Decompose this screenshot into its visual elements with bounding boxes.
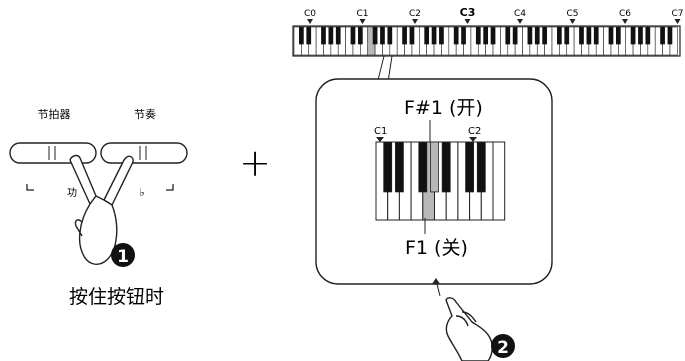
zoom-black-key bbox=[476, 141, 486, 193]
black-key bbox=[608, 27, 614, 45]
black-key bbox=[299, 27, 304, 45]
zoom-black-key bbox=[394, 141, 404, 193]
function-symbol: 功 bbox=[67, 187, 77, 199]
black-key bbox=[512, 27, 518, 45]
black-key bbox=[586, 27, 592, 45]
black-key bbox=[461, 27, 466, 45]
octave-marker bbox=[569, 19, 576, 24]
octave-label: C2 bbox=[409, 9, 421, 19]
zoom-black-key bbox=[430, 141, 439, 193]
black-key bbox=[630, 27, 636, 45]
black-key bbox=[431, 27, 437, 45]
step-2-badge: 2 bbox=[491, 334, 515, 358]
panel-buttons-group: 节拍器 节奏 功 ♭ bbox=[9, 107, 188, 199]
black-key bbox=[534, 27, 540, 45]
zoom-black-key bbox=[441, 141, 451, 193]
octave-marker bbox=[622, 19, 628, 24]
black-key bbox=[660, 27, 665, 45]
octave-marker bbox=[412, 19, 418, 24]
octave-marker bbox=[674, 19, 681, 24]
octave-label: C0 bbox=[304, 9, 316, 19]
zoom-c1-label: C1 bbox=[374, 126, 387, 137]
black-key bbox=[335, 27, 341, 45]
black-key bbox=[402, 27, 407, 45]
octave-label: C3 bbox=[460, 6, 476, 19]
octave-label: C1 bbox=[356, 9, 368, 19]
black-key bbox=[645, 27, 651, 45]
octave-marker bbox=[464, 19, 471, 24]
black-key bbox=[357, 27, 363, 45]
black-key bbox=[564, 27, 570, 45]
black-key bbox=[380, 27, 385, 45]
octave-label: C5 bbox=[566, 9, 578, 19]
black-key bbox=[409, 27, 415, 45]
rhythm-button[interactable] bbox=[100, 142, 188, 164]
black-key bbox=[372, 27, 378, 45]
octave-label: C7 bbox=[671, 9, 683, 19]
full-keyboard: C0 C1 C2 C3 C4 C5 C6 C7 bbox=[292, 6, 684, 57]
hand-pressing-icon bbox=[69, 154, 134, 265]
callout-leader-line bbox=[377, 55, 393, 83]
plus-sign: + bbox=[239, 141, 271, 185]
zoom-white-key bbox=[492, 141, 506, 221]
bracket-left-mark bbox=[26, 184, 34, 191]
callout-arrowhead bbox=[432, 278, 440, 284]
black-key bbox=[579, 27, 584, 45]
black-key bbox=[557, 27, 562, 45]
black-key bbox=[475, 27, 481, 45]
black-key bbox=[424, 27, 430, 45]
finger-pressing-icon bbox=[445, 297, 493, 361]
top-note-label: F#1 (开) bbox=[404, 97, 483, 119]
zoom-black-key bbox=[418, 141, 428, 193]
octave-marker bbox=[359, 19, 366, 24]
bottom-note-label: F1 (关) bbox=[405, 237, 468, 259]
octave-label: C6 bbox=[619, 9, 631, 19]
octave-markers bbox=[307, 19, 681, 24]
zoom-black-keys bbox=[383, 141, 486, 193]
black-key bbox=[321, 27, 326, 45]
black-key bbox=[527, 27, 533, 45]
rhythm-button-label: 节奏 bbox=[134, 108, 156, 121]
zoom-black-key bbox=[383, 141, 393, 193]
octave-marker bbox=[517, 19, 523, 24]
bracket-right-mark bbox=[166, 184, 174, 191]
zoom-c2-marker bbox=[469, 137, 477, 142]
octave-labels: C0 C1 C2 C3 C4 C5 C6 C7 bbox=[304, 6, 684, 19]
black-key bbox=[439, 27, 444, 45]
step-1-number: 1 bbox=[117, 247, 129, 267]
full-white-keys bbox=[293, 26, 678, 56]
step-2-number: 2 bbox=[497, 338, 509, 358]
black-key bbox=[638, 27, 643, 45]
full-black-keys bbox=[299, 27, 673, 45]
black-key bbox=[505, 27, 511, 45]
black-key bbox=[387, 27, 393, 45]
black-key bbox=[615, 27, 621, 45]
black-key bbox=[350, 27, 356, 45]
zoom-black-key bbox=[465, 141, 475, 193]
black-key bbox=[328, 27, 334, 45]
black-key bbox=[542, 27, 547, 45]
black-key bbox=[453, 27, 459, 45]
black-key bbox=[483, 27, 489, 45]
metronome-button[interactable] bbox=[9, 142, 97, 164]
zoom-c2-label: C2 bbox=[468, 126, 481, 137]
zoom-c1-marker bbox=[376, 137, 384, 142]
zoom-callout: F#1 (开) C1 C2 F1 (关) bbox=[315, 78, 553, 285]
black-key bbox=[306, 27, 312, 45]
black-key bbox=[593, 27, 599, 45]
black-key bbox=[667, 27, 673, 45]
octave-marker bbox=[307, 19, 313, 24]
metronome-button-label: 节拍器 bbox=[38, 107, 71, 121]
step-1-badge: 1 bbox=[111, 243, 135, 267]
step-1-caption: 按住按钮时 bbox=[69, 286, 164, 308]
flat-symbol: ♭ bbox=[139, 186, 144, 199]
octave-label: C4 bbox=[514, 9, 526, 19]
black-key bbox=[490, 27, 496, 45]
